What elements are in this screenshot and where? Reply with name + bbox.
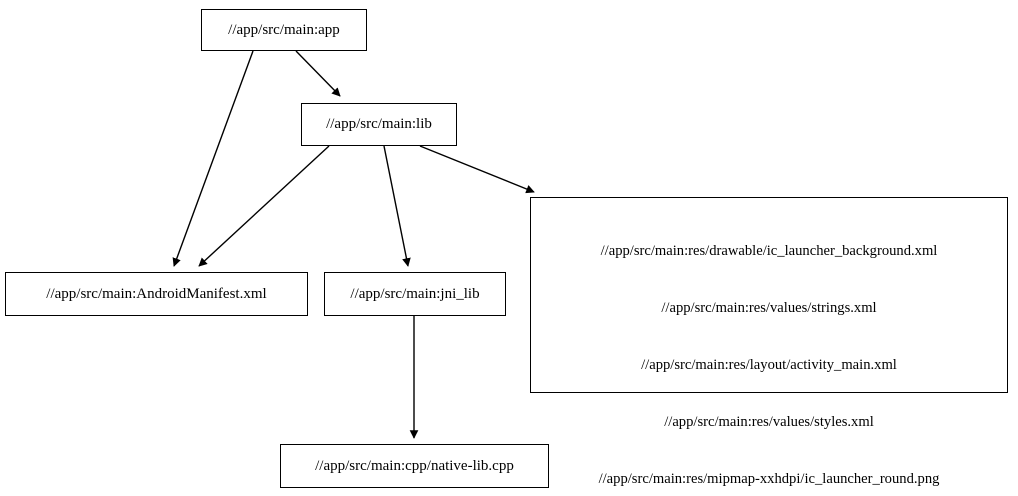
resource-line: //app/src/main:res/mipmap-xxhdpi/ic_laun…: [598, 471, 940, 487]
node-resources-group[interactable]: //app/src/main:res/drawable/ic_launcher_…: [530, 197, 1008, 487]
node-android-manifest[interactable]: //app/src/main:AndroidManifest.xml: [5, 272, 308, 316]
resource-line: //app/src/main:res/layout/activity_main.…: [641, 357, 897, 373]
node-jni-lib[interactable]: //app/src/main:jni_lib: [324, 272, 506, 316]
node-native-lib-cpp[interactable]: //app/src/main:cpp/native-lib.cpp: [280, 444, 549, 488]
node-lib[interactable]: //app/src/main:lib: [301, 103, 457, 146]
edge-lib-to-jni-lib: [383, 145, 411, 267]
resource-line: //app/src/main:res/values/styles.xml: [664, 414, 874, 430]
resource-line: //app/src/main:res/values/strings.xml: [661, 300, 877, 316]
edge-lib-to-manifest: [198, 145, 330, 267]
edge-lib-to-resources: [419, 145, 535, 194]
resource-line: //app/src/main:res/drawable/ic_launcher_…: [600, 243, 938, 259]
edge-app-to-lib: [295, 50, 341, 97]
node-app[interactable]: //app/src/main:app: [201, 9, 367, 51]
edge-app-to-manifest: [172, 50, 254, 267]
